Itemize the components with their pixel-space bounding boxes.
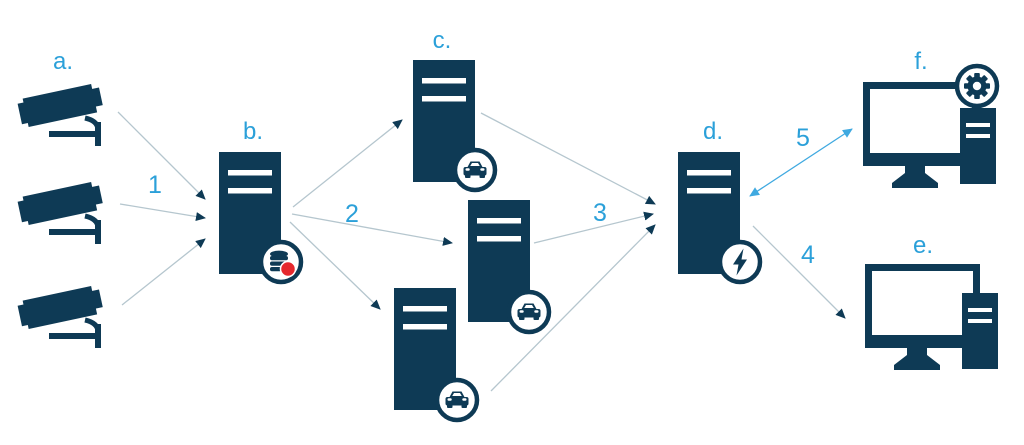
edge-label-5: 5 bbox=[796, 124, 810, 152]
node-label-c: c. bbox=[433, 27, 452, 54]
lightning-icon bbox=[717, 239, 763, 285]
car-icon bbox=[437, 380, 477, 420]
arrow-2a bbox=[292, 119, 403, 208]
desktop-computer-icon bbox=[865, 264, 998, 370]
node-label-f: f. bbox=[914, 48, 927, 75]
cctv-camera-icon bbox=[17, 83, 104, 146]
arrow-1c bbox=[121, 238, 206, 306]
node-label-b: b. bbox=[243, 118, 263, 145]
node-c-server-cluster: c. bbox=[394, 27, 549, 420]
car-icon bbox=[509, 292, 549, 332]
node-b-server: b. bbox=[219, 118, 304, 285]
node-d-server: d. bbox=[678, 118, 763, 285]
node-label-a: a. bbox=[53, 48, 73, 75]
database-record-icon bbox=[258, 239, 304, 285]
arrow-2c bbox=[289, 221, 381, 310]
node-f-workstation: f. bbox=[863, 48, 1000, 188]
edge-label-3: 3 bbox=[593, 199, 607, 227]
server-c-2 bbox=[468, 200, 549, 332]
edge-label-2: 2 bbox=[345, 200, 359, 228]
server-c-3 bbox=[394, 288, 477, 420]
arrow-group-4: 4 bbox=[752, 225, 846, 319]
gear-icon bbox=[954, 63, 1000, 109]
car-icon bbox=[455, 150, 495, 190]
server-c-1 bbox=[413, 60, 495, 190]
arrow-group-5: 5 bbox=[749, 124, 853, 197]
record-dot bbox=[279, 260, 297, 278]
edge-label-1: 1 bbox=[148, 171, 162, 199]
arrow-2b bbox=[291, 213, 453, 246]
node-e-workstation: e. bbox=[865, 232, 998, 370]
node-a-cameras: a. bbox=[17, 48, 104, 348]
arrow-3b bbox=[533, 211, 654, 244]
cctv-camera-icon bbox=[17, 285, 104, 348]
arrow-group-2: 2 bbox=[289, 119, 453, 310]
arrow-3c bbox=[490, 224, 656, 392]
node-label-d: d. bbox=[703, 118, 723, 145]
edge-label-4: 4 bbox=[801, 241, 815, 269]
arrow-group-1: 1 bbox=[117, 111, 206, 306]
arrow-1a bbox=[117, 111, 206, 200]
arrow-3a bbox=[480, 112, 656, 205]
arrow-5 bbox=[749, 128, 853, 197]
node-label-e: e. bbox=[913, 232, 933, 259]
cctv-camera-icon bbox=[17, 181, 104, 244]
arrow-4 bbox=[752, 225, 846, 319]
arrow-group-3: 3 bbox=[480, 112, 656, 392]
arrow-1b bbox=[119, 203, 206, 221]
